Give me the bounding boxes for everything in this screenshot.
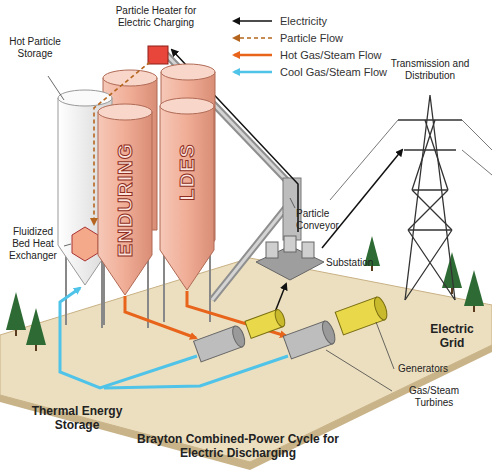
callout-label: Hot Particle Storage — [8, 36, 62, 60]
substation — [256, 236, 324, 280]
callout-label: Particle Conveyor — [296, 208, 356, 232]
transmission-tower — [330, 95, 492, 300]
legend-text: Hot Gas/Steam Flow — [280, 48, 381, 62]
turbines-generators — [194, 295, 390, 361]
legend-samples — [234, 21, 272, 72]
silo-lettering: ENDURING — [115, 143, 135, 258]
callout-label: Gas/Steam Turbines — [394, 385, 474, 409]
section-label: Electric Grid — [420, 322, 484, 350]
callout-label: Generators — [398, 363, 468, 375]
section-label: Thermal Energy Storage — [22, 404, 132, 432]
legend-text: Electricity — [280, 14, 327, 28]
silo-lettering: LDES — [177, 143, 197, 200]
callout-label: Fluidized Bed Heat Exchanger — [3, 226, 63, 262]
section-label: Brayton Combined-Power Cycle for Electri… — [132, 432, 344, 460]
leader-lines — [48, 76, 394, 391]
legend-text: Particle Flow — [280, 31, 343, 45]
ground — [0, 258, 492, 470]
callout-label: Transmission and Distribution — [378, 58, 482, 82]
silos — [58, 46, 215, 328]
callout-label: Substation — [326, 257, 386, 269]
gas-pipes — [60, 288, 288, 388]
legend-text: Cool Gas/Steam Flow — [280, 65, 387, 79]
callout-label: Particle Heater for Electric Charging — [108, 5, 204, 29]
